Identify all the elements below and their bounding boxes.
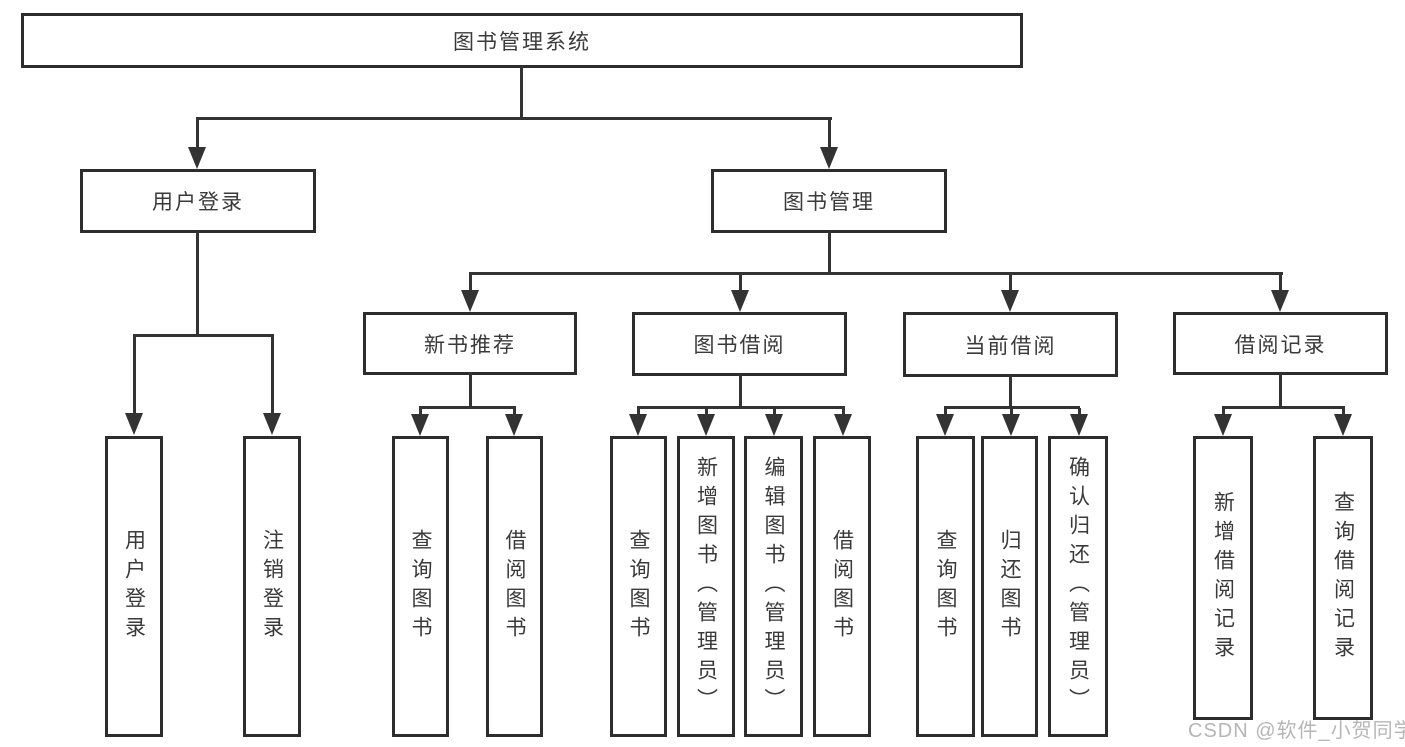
arrow-to-borrow-add xyxy=(696,408,716,436)
node-library-system: 图书管理系统 xyxy=(21,13,1023,68)
connector-current-horizontal xyxy=(944,406,1080,409)
connector-userlogin-drop xyxy=(196,231,199,337)
arrow-to-current-return xyxy=(1001,408,1021,436)
arrow-to-current-borrowing xyxy=(1000,274,1020,312)
leaf-records-add-record: 新增借阅记录 xyxy=(1193,436,1253,720)
connector-borrow-drop xyxy=(739,374,742,409)
arrow-to-borrow-edit xyxy=(764,408,784,436)
arrow-to-records-query xyxy=(1333,408,1353,436)
node-current-borrowing: 当前借阅 xyxy=(903,312,1118,377)
arrow-to-current-confirm xyxy=(1069,408,1089,436)
leaf-newbook-query-books: 查询图书 xyxy=(392,436,449,737)
leaf-records-query-record: 查询借阅记录 xyxy=(1313,436,1373,720)
connector-borrow-horizontal xyxy=(637,406,845,409)
arrow-to-new-book-recommend xyxy=(460,274,480,312)
connector-records-horizontal xyxy=(1222,406,1345,409)
arrow-to-borrow-borrow xyxy=(833,408,853,436)
arrow-to-leaf-logout xyxy=(262,336,282,435)
leaf-current-return-books: 归还图书 xyxy=(981,436,1038,737)
leaf-current-query-books: 查询图书 xyxy=(916,436,975,737)
connector-newbook-horizontal xyxy=(419,406,516,409)
arrow-to-records-add xyxy=(1213,408,1233,436)
node-user-login: 用户登录 xyxy=(80,169,316,233)
node-new-book-recommend: 新书推荐 xyxy=(363,312,577,375)
leaf-current-confirm-return-admin: 确认归还（管理员） xyxy=(1048,436,1108,737)
leaf-borrow-add-books-admin: 新增图书（管理员） xyxy=(677,436,735,737)
arrow-to-borrow-query xyxy=(628,408,648,436)
leaf-borrow-borrow-books: 借阅图书 xyxy=(813,436,871,737)
arrow-to-book-management xyxy=(819,119,839,169)
leaf-logout: 注销登录 xyxy=(243,436,301,737)
arrow-to-newbook-borrow xyxy=(504,408,524,436)
node-book-management: 图书管理 xyxy=(711,169,947,233)
arrow-to-user-login xyxy=(187,119,207,169)
connector-bookmgmt-drop xyxy=(828,231,831,275)
leaf-user-login: 用户登录 xyxy=(105,436,163,737)
connector-records-drop xyxy=(1279,373,1282,409)
connector-current-drop xyxy=(1009,375,1012,409)
connector-root-drop xyxy=(520,66,523,119)
arrow-to-book-borrowing xyxy=(730,274,750,312)
connector-bookmgmt-horizontal xyxy=(469,272,1283,275)
leaf-borrow-query-books: 查询图书 xyxy=(610,436,667,737)
connector-root-horizontal xyxy=(196,117,832,120)
csdn-watermark: CSDN @软件_小贺同学 xyxy=(1188,720,1405,742)
arrow-to-leaf-user-login xyxy=(124,336,144,435)
connector-userlogin-horizontal xyxy=(133,334,274,337)
node-book-borrowing: 图书借阅 xyxy=(632,312,847,376)
arrow-to-newbook-query xyxy=(410,408,430,436)
arrow-to-current-query xyxy=(935,408,955,436)
leaf-newbook-borrow-books: 借阅图书 xyxy=(486,436,543,737)
node-borrowing-records: 借阅记录 xyxy=(1173,312,1388,375)
leaf-borrow-edit-books-admin: 编辑图书（管理员） xyxy=(744,436,803,737)
connector-newbook-drop xyxy=(469,372,472,409)
arrow-to-borrowing-records xyxy=(1270,274,1290,312)
